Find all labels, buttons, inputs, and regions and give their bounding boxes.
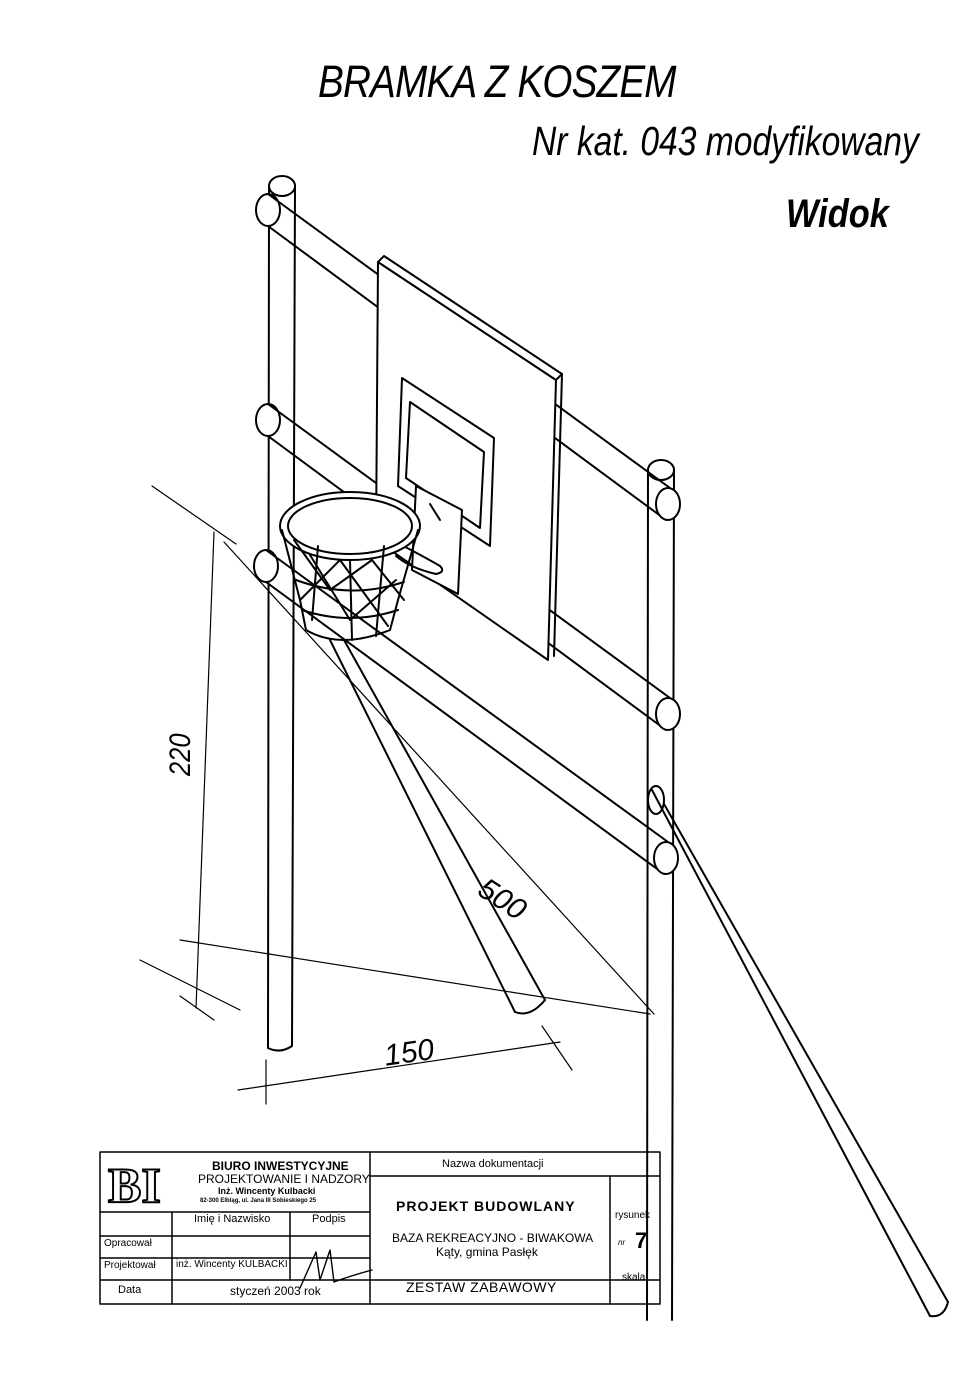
- date-label: Data: [118, 1284, 142, 1296]
- logo-text: BI: [108, 1157, 161, 1208]
- drawing-nr-prefix: nr: [618, 1238, 626, 1247]
- date-value: styczeń 2003 rok: [230, 1284, 321, 1298]
- office-name-line2: PROJEKTOWANIE I NADZORY: [198, 1172, 370, 1186]
- bottom-crossbar: [253, 549, 679, 875]
- office-name-line1: BIURO INWESTYCYJNE: [212, 1159, 349, 1173]
- office-address: 82-300 Elbląg, ul. Jana III Sobieskiego …: [200, 1198, 317, 1204]
- drawing-number: 7: [635, 1228, 648, 1253]
- designer-name: inż. Wincenty KULBACKI: [176, 1259, 288, 1270]
- document-title: BRAMKA Z KOSZEM: [318, 56, 677, 107]
- drawing-label: rysunek: [615, 1210, 651, 1221]
- dimension-lines: [139, 485, 655, 1105]
- basket-net: [279, 491, 421, 641]
- dimension-height-label: 220: [164, 733, 197, 776]
- office-owner: Inż. Wincenty Kulbacki: [218, 1186, 316, 1196]
- right-post: [646, 459, 675, 1321]
- support-struts: [329, 639, 949, 1318]
- base-name: BAZA REKREACYJNO - BIWAKOWA: [392, 1231, 594, 1245]
- document-name-label: Nazwa dokumentacji: [442, 1158, 544, 1170]
- view-label: Widok: [786, 192, 889, 236]
- designer-label: Projektował: [104, 1260, 156, 1271]
- catalog-number: Nr kat. 043 modyfikowany: [532, 118, 919, 164]
- set-name: ZESTAW ZABAWOWY: [406, 1279, 557, 1295]
- base-location: Kąty, gmina Pasłęk: [436, 1245, 538, 1259]
- project-type: PROJEKT BUDOWLANY: [396, 1198, 576, 1214]
- left-post: [267, 175, 296, 1052]
- scale-label: skala: [622, 1272, 646, 1283]
- signature-column-header: Podpis: [312, 1213, 346, 1225]
- title-block: BI BIURO INWESTYCYJNE PROJEKTOWANIE I NA…: [100, 1152, 660, 1304]
- dimension-depth-label: 150: [382, 1033, 437, 1073]
- prepared-by-label: Opracował: [104, 1238, 152, 1249]
- name-column-header: Imię i Nazwisko: [194, 1213, 271, 1225]
- title-block-frame: [99, 1151, 661, 1305]
- office-logo: BI: [107, 1156, 162, 1208]
